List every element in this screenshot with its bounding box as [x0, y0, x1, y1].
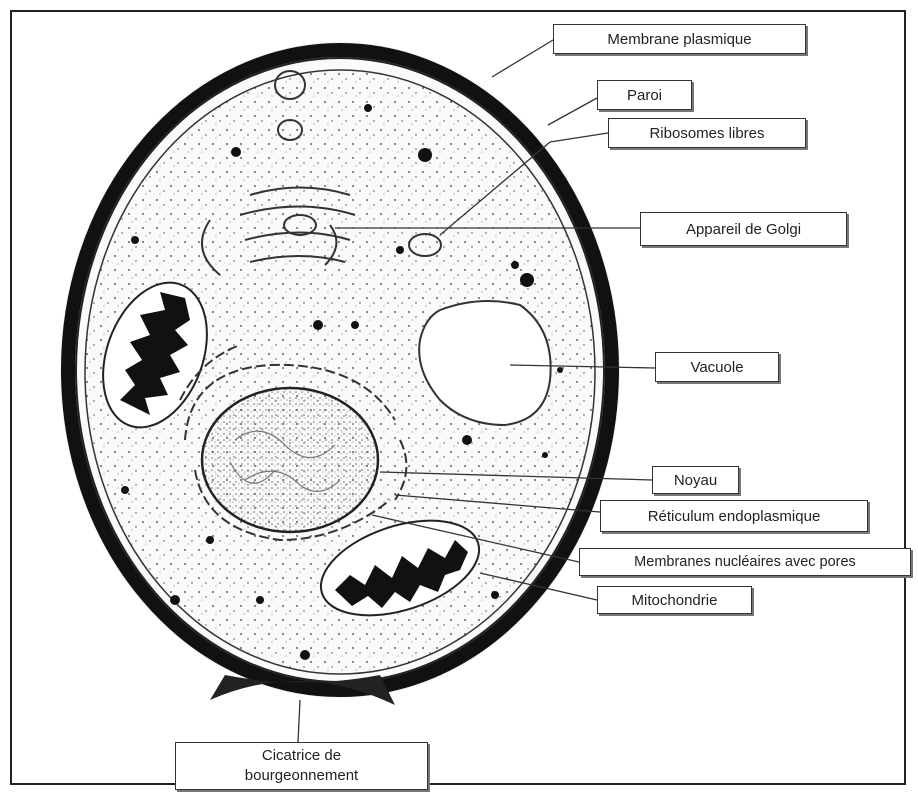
label-mitochondrie: Mitochondrie — [597, 586, 752, 614]
label-membrane-plasmique: Membrane plasmique — [553, 24, 806, 54]
label-vacuole: Vacuole — [655, 352, 779, 382]
label-cicatrice-line2: bourgeonnement — [245, 766, 358, 786]
label-ribosomes-libres: Ribosomes libres — [608, 118, 806, 148]
label-cicatrice-line1: Cicatrice de — [262, 746, 341, 766]
label-appareil-golgi: Appareil de Golgi — [640, 212, 847, 246]
label-membranes-nucleaires: Membranes nucléaires avec pores — [579, 548, 911, 576]
label-noyau: Noyau — [652, 466, 739, 494]
label-reticulum-endoplasmique: Réticulum endoplasmique — [600, 500, 868, 532]
nucleus — [202, 388, 378, 532]
label-cicatrice-bourgeonnement: Cicatrice de bourgeonnement — [175, 742, 428, 790]
label-paroi: Paroi — [597, 80, 692, 110]
